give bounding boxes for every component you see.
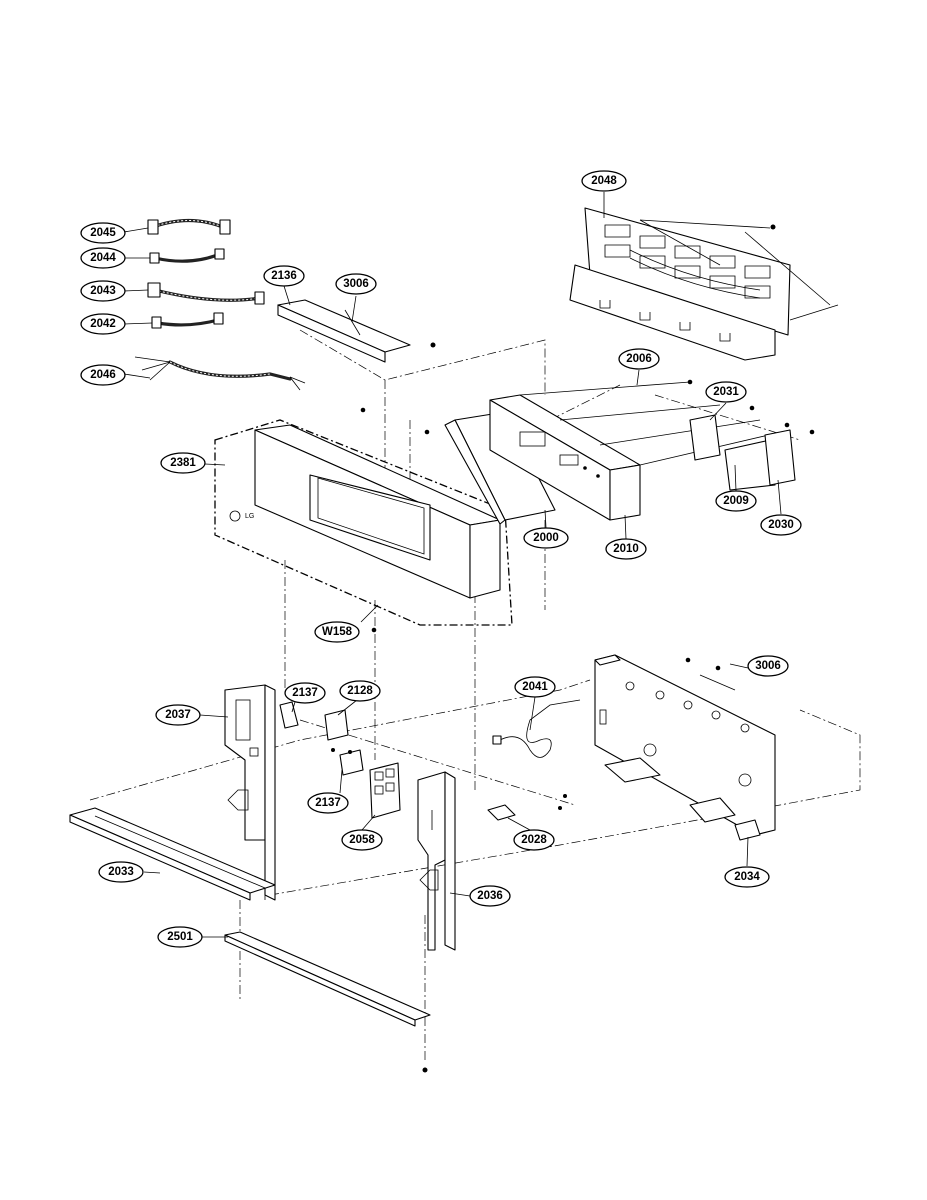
wire-harness-2044	[149, 248, 225, 264]
label-2058: 2058	[349, 834, 375, 846]
label-2006: 2006	[626, 353, 652, 365]
callout-2501: 2501	[157, 926, 203, 948]
label-2044: 2044	[90, 252, 116, 264]
callout-2136: 2136	[263, 265, 305, 287]
callout-2058: 2058	[341, 829, 383, 851]
callout-2381: 2381	[160, 452, 206, 474]
label-2042: 2042	[90, 318, 116, 330]
label-2000: 2000	[533, 532, 559, 544]
label-2048: 2048	[591, 175, 617, 187]
label-2010: 2010	[613, 543, 639, 555]
callout-3006-rear: 3006	[747, 655, 789, 677]
label-2128: 2128	[347, 685, 373, 697]
label-2045: 2045	[90, 227, 116, 239]
lg-logo: LG	[245, 513, 254, 520]
label-2028: 2028	[521, 834, 547, 846]
label-2036: 2036	[477, 890, 503, 902]
label-2501: 2501	[167, 931, 193, 943]
label-2033: 2033	[108, 866, 134, 878]
wire-harness-2046	[134, 356, 306, 391]
label-2031: 2031	[713, 386, 739, 398]
callout-2033: 2033	[98, 861, 144, 883]
callout-2043: 2043	[80, 280, 126, 302]
wire-harness-2045	[147, 218, 231, 235]
part-2381-control-panel: LG	[214, 407, 513, 633]
label-2137-upper: 2137	[292, 687, 318, 699]
wire-harness-2043	[147, 282, 265, 305]
part-2501-bottom-trim	[224, 931, 431, 1073]
callout-2045: 2045	[80, 222, 126, 244]
part-2137-2128-brackets	[279, 701, 364, 776]
callout-2128: 2128	[339, 680, 381, 702]
callout-2137-lower: 2137	[307, 792, 349, 814]
wire-harness-2042	[151, 312, 224, 329]
callout-2037: 2037	[155, 704, 201, 726]
label-2381: 2381	[170, 457, 196, 469]
part-2034-rear-panel	[594, 654, 776, 841]
part-2000-display-glass	[444, 411, 556, 525]
part-2033-front-trim	[69, 807, 276, 901]
callout-2006: 2006	[618, 348, 660, 370]
label-2136: 2136	[271, 270, 297, 282]
label-W158: W158	[322, 626, 353, 638]
part-2031-2009-2030-boards	[689, 414, 796, 491]
label-2030: 2030	[768, 519, 794, 531]
callout-W158: W158	[314, 621, 360, 643]
callout-2042: 2042	[80, 313, 126, 335]
callout-2030: 2030	[760, 514, 802, 536]
callout-2041: 2041	[514, 676, 556, 698]
callout-2137-upper: 2137	[284, 682, 326, 704]
callout-2009: 2009	[715, 490, 757, 512]
callout-2000: 2000	[523, 527, 569, 549]
label-2137-lower: 2137	[315, 797, 341, 809]
callout-2036: 2036	[469, 885, 511, 907]
label-3006-rear: 3006	[755, 660, 781, 672]
callout-3006-top: 3006	[335, 273, 377, 295]
assembly-guide-lines	[89, 329, 861, 1060]
callout-2010: 2010	[605, 538, 647, 560]
label-2034: 2034	[734, 871, 760, 883]
part-2028-clip	[487, 794, 567, 821]
label-2041: 2041	[522, 681, 548, 693]
callout-2034: 2034	[724, 866, 770, 888]
label-2009: 2009	[723, 495, 749, 507]
part-2041-harness	[492, 699, 581, 758]
leader-lines	[123, 192, 782, 938]
part-2037-left-bracket	[224, 684, 276, 901]
callout-2028: 2028	[513, 829, 555, 851]
label-2037: 2037	[165, 709, 191, 721]
part-2058-relay-block	[369, 762, 401, 819]
label-3006-top: 3006	[343, 278, 369, 290]
part-2036-right-bracket	[417, 771, 456, 951]
part-2048-rear-vent	[569, 207, 839, 361]
label-2046: 2046	[90, 369, 116, 381]
callout-2031: 2031	[705, 381, 747, 403]
label-2043: 2043	[90, 285, 116, 297]
callout-2044: 2044	[80, 247, 126, 269]
callout-2046: 2046	[80, 364, 126, 386]
part-2136-trim-bracket	[277, 299, 436, 363]
callout-2048: 2048	[581, 170, 627, 192]
